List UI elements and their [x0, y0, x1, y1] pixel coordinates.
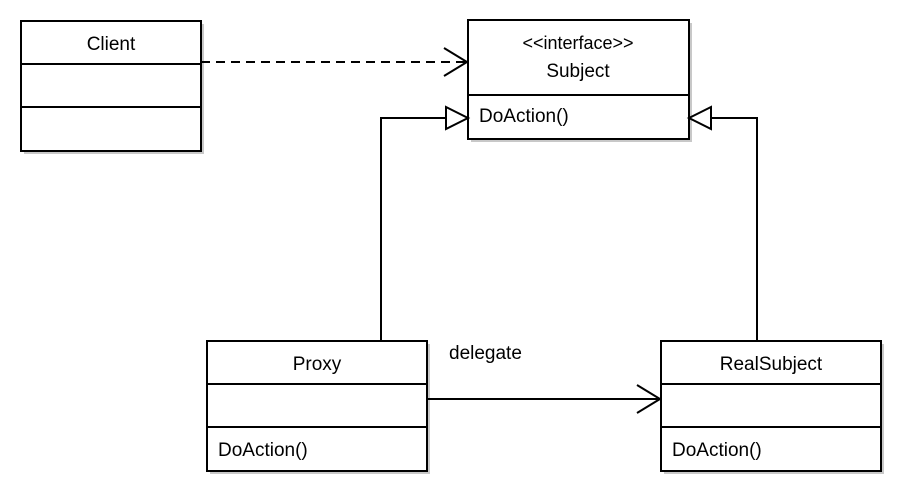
class-subject-stereotype: <<interface>>	[522, 33, 633, 53]
class-client-box	[20, 20, 202, 152]
realization-real-subject-line	[711, 117, 758, 341]
class-subject-operation: DoAction()	[479, 106, 569, 127]
class-proxy-operation: DoAction()	[218, 440, 308, 461]
class-real-subject-name: RealSubject	[720, 354, 823, 375]
class-client-name: Client	[87, 34, 136, 55]
class-subject-name: Subject	[546, 61, 610, 82]
realization-real-subject-triangle-icon	[686, 105, 712, 131]
class-subject[interactable]: <<interface>> Subject DoAction()	[467, 19, 692, 142]
realization-proxy-subject	[380, 105, 471, 341]
class-real-subject-operation: DoAction()	[672, 440, 762, 461]
class-real-subject[interactable]: RealSubject DoAction()	[660, 340, 884, 474]
class-real-subject-box	[660, 340, 882, 472]
association-delegate-arrowhead-icon	[636, 384, 662, 414]
dependency-arrowhead-icon	[443, 47, 469, 77]
dependency-client-subject	[201, 47, 469, 77]
class-proxy-name: Proxy	[293, 354, 342, 375]
association-delegate: delegate	[427, 343, 662, 414]
class-proxy-box	[206, 340, 428, 472]
class-client[interactable]: Client	[20, 20, 204, 154]
class-proxy[interactable]: Proxy DoAction()	[206, 340, 430, 474]
realization-proxy-triangle-icon	[445, 105, 471, 131]
realization-real-subject-subject	[686, 105, 758, 341]
delegate-label: delegate	[449, 343, 522, 364]
class-subject-box	[467, 19, 690, 140]
realization-proxy-line	[380, 117, 446, 341]
